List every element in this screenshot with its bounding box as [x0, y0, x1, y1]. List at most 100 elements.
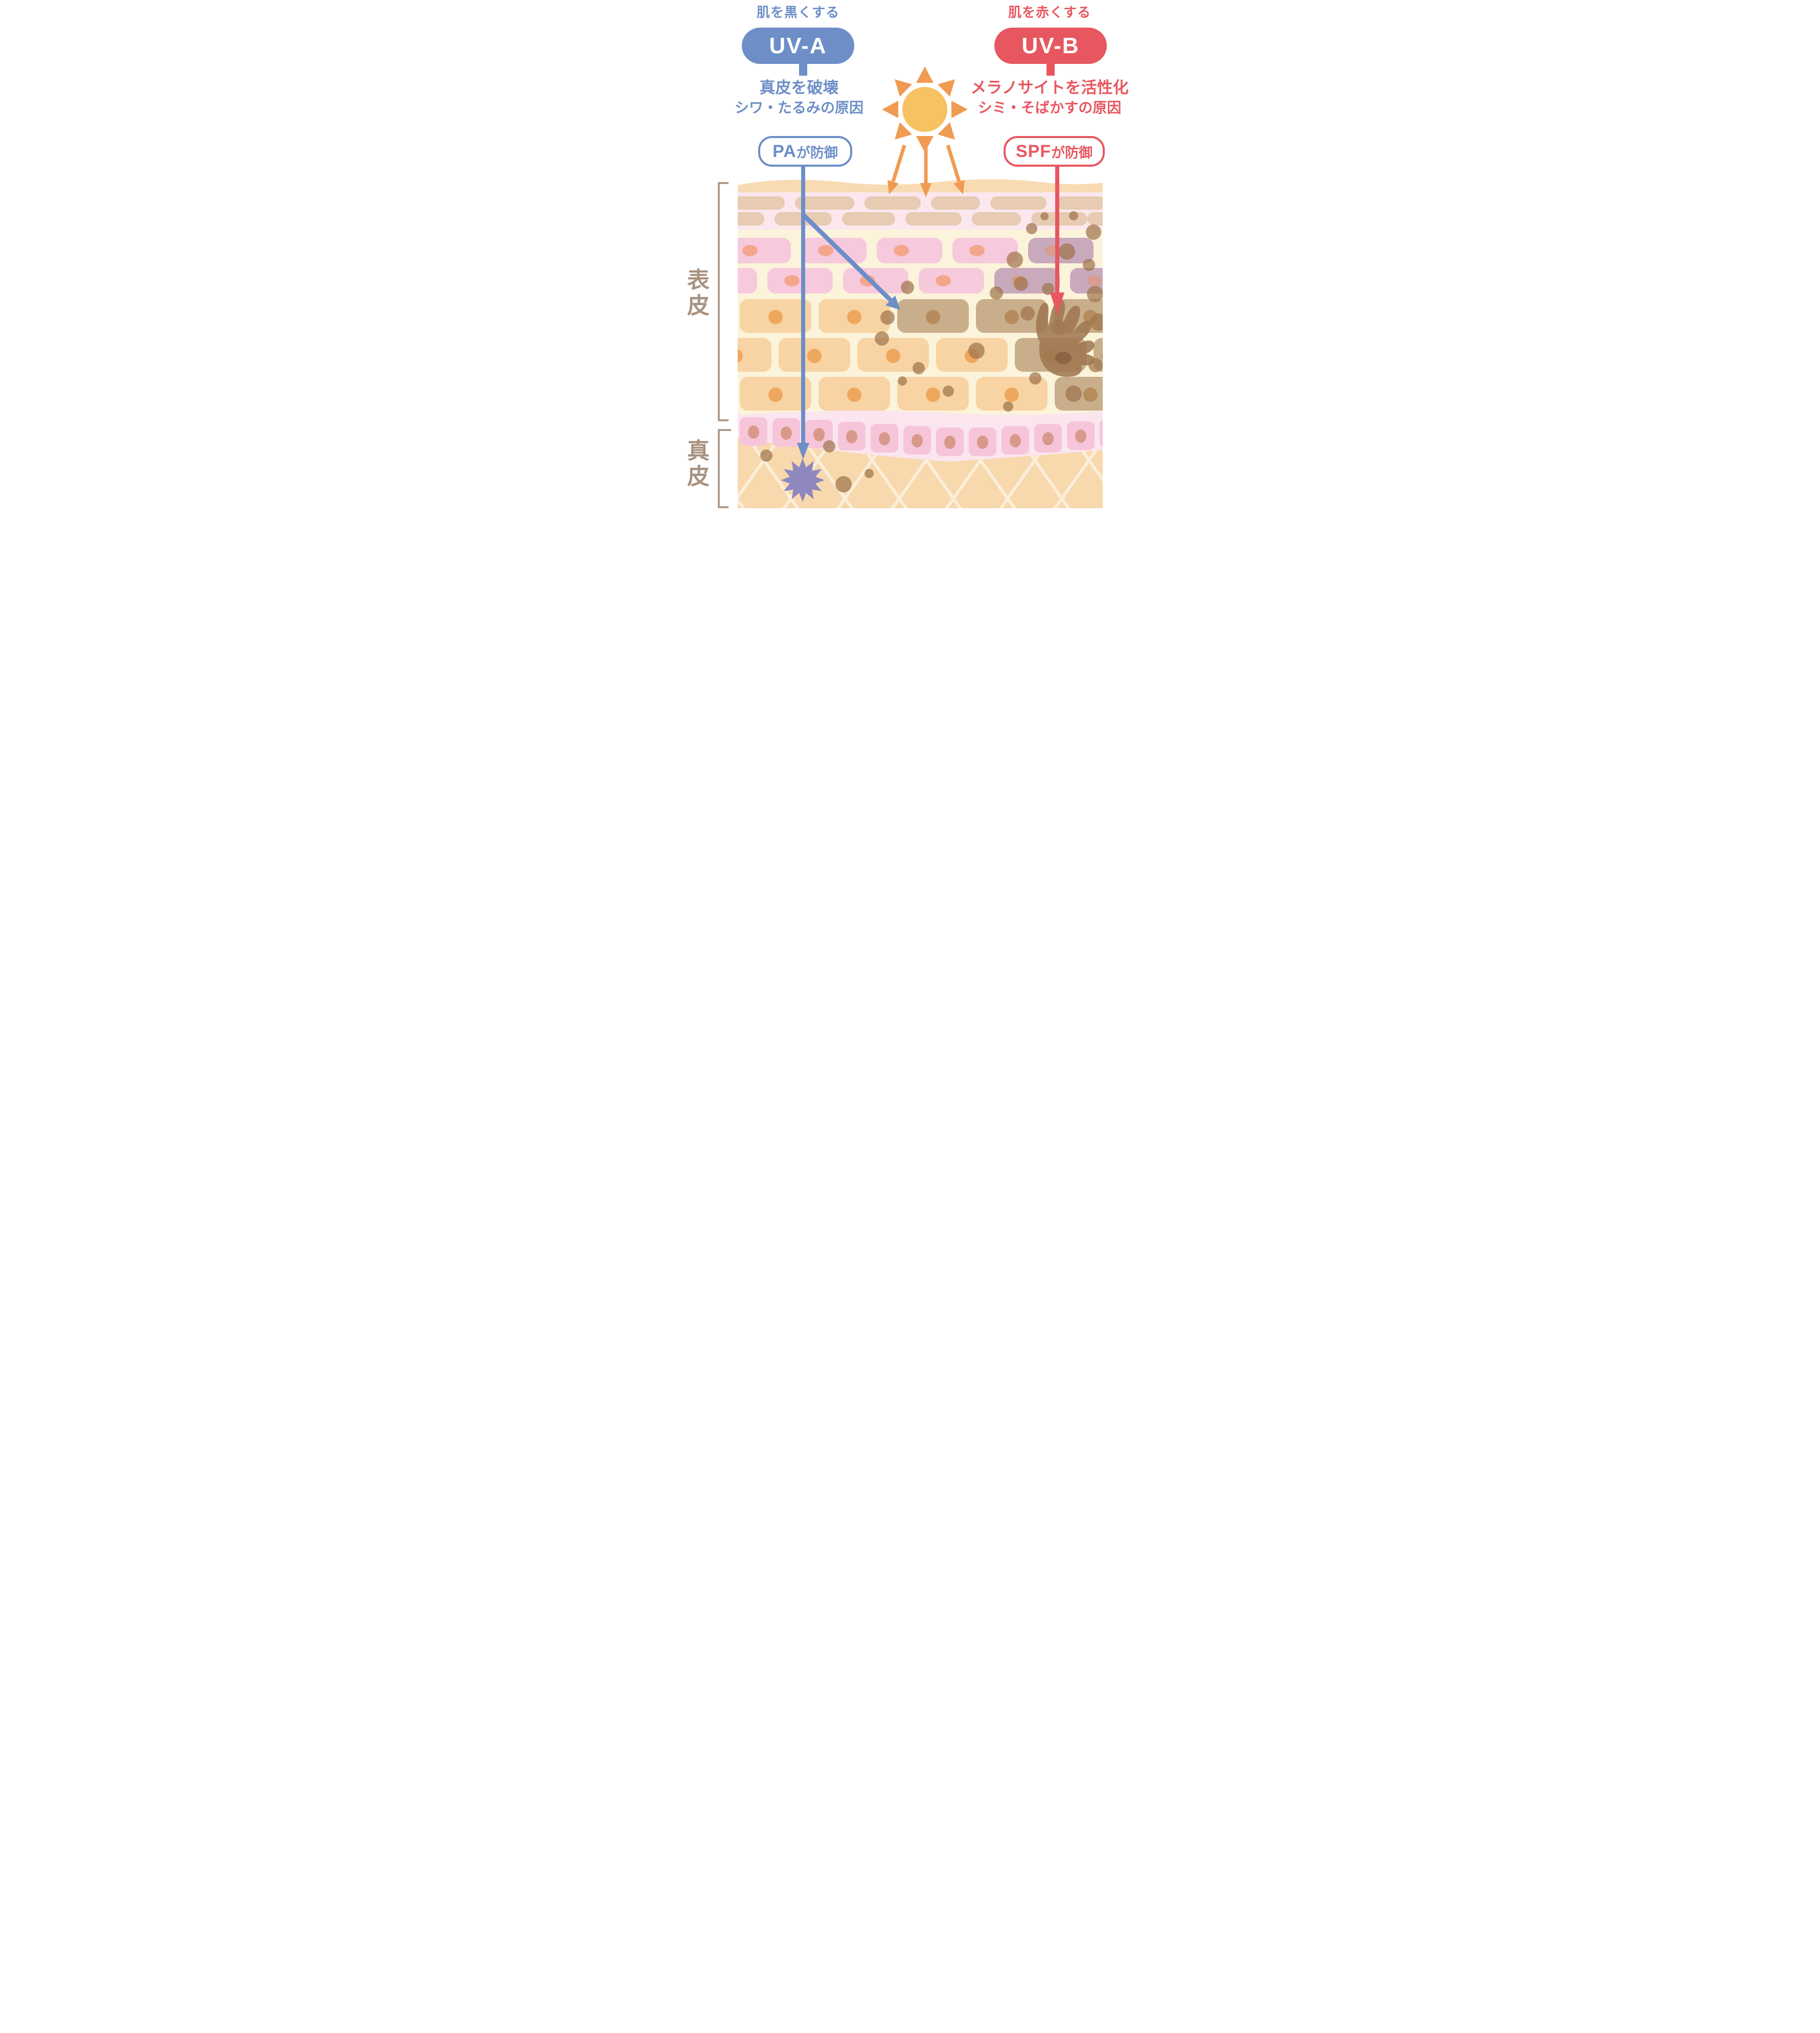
melanin-dot: [1026, 223, 1037, 234]
skin-cell: [843, 268, 908, 293]
pa-suffix: が防御: [796, 145, 838, 161]
melanin-dot: [1014, 277, 1028, 291]
basal-cell-nucleus: [1075, 430, 1086, 443]
melanin-dot: [913, 362, 925, 374]
cell-nucleus: [926, 310, 940, 324]
skin-cell: [738, 238, 791, 263]
cell-nucleus: [894, 245, 909, 256]
melanin-dot: [1083, 259, 1095, 271]
basal-cell-nucleus: [1108, 427, 1119, 441]
melanin-dot: [1003, 401, 1013, 412]
corneum-flake: [864, 196, 921, 210]
melanin-dot: [835, 476, 852, 492]
dermis-label: 真皮: [684, 439, 709, 490]
skin-cell: [952, 238, 1018, 263]
basal-cell: [1100, 419, 1103, 448]
melanin-dot: [880, 310, 895, 325]
skin-surface-band: [738, 179, 1103, 192]
melanin-dot: [1069, 211, 1078, 220]
melanin-dot: [1086, 224, 1101, 240]
cell-nucleus: [847, 310, 861, 324]
sun-icon: [882, 66, 968, 152]
dermis-bracket: [718, 429, 731, 508]
basal-cell-nucleus: [944, 436, 956, 449]
basal-cells: [740, 417, 1119, 456]
basal-cell-nucleus: [879, 432, 890, 445]
uva-effect-line1: 真皮を破壊: [759, 79, 839, 97]
uva-pill: UV-A: [742, 28, 854, 64]
cell-nucleus: [1005, 388, 1019, 402]
epidermis-bracket: [718, 182, 729, 421]
melanin-dot: [943, 386, 954, 397]
skin-cell: [767, 268, 833, 293]
melanin-dot: [823, 440, 835, 453]
uvb-effect-line1: メラノサイトを活性化: [970, 79, 1129, 97]
melanin-dot: [898, 376, 907, 386]
uvb-effect-line2: シミ・そばかすの原因: [977, 99, 1122, 116]
basal-cell-nucleus: [912, 434, 923, 447]
basal-cell-nucleus: [813, 428, 825, 441]
cell-nucleus: [768, 388, 783, 402]
skin-cell: [919, 268, 984, 293]
corneum-flake: [1087, 212, 1103, 225]
corneum-flake: [842, 212, 895, 225]
corneum-flake: [990, 196, 1046, 210]
epidermis-cells: [738, 238, 1103, 411]
pa-abbr: PA: [772, 141, 797, 161]
epidermis-label: 表皮: [684, 268, 709, 319]
sunlight-arrows: [888, 144, 965, 197]
cell-nucleus: [926, 388, 940, 402]
cell-nucleus: [807, 349, 822, 363]
cell-nucleus: [768, 310, 783, 324]
melanin-dot: [1029, 372, 1041, 385]
cell-nucleus: [936, 275, 951, 286]
melanin-dot: [760, 449, 772, 462]
sunlight-arrow-right: [946, 144, 961, 183]
melanin-dot: [990, 286, 1003, 300]
melanin-dot: [1007, 252, 1023, 268]
uvb-pill: UV-B: [994, 28, 1107, 64]
spf-suffix: が防御: [1051, 145, 1093, 161]
skin-cell: [738, 268, 757, 293]
cell-nucleus: [1083, 388, 1098, 402]
melanin-dot: [1020, 306, 1035, 321]
cell-nucleus: [847, 388, 861, 402]
cell-nucleus: [1005, 310, 1019, 324]
melanin-dot: [1065, 386, 1082, 402]
basal-cell-nucleus: [1042, 432, 1054, 445]
uva-effects: 真皮を破壊 シワ・たるみの原因: [712, 78, 886, 118]
melanocyte-icon: [1036, 300, 1095, 377]
cell-nucleus: [886, 349, 900, 363]
skin-cell: [801, 238, 867, 263]
cell-nucleus: [784, 275, 800, 286]
melanin-dot: [1059, 243, 1075, 260]
uvb-tagline: 肌を赤くする: [1008, 5, 1091, 20]
skin-block: [738, 179, 1119, 508]
uvb-ray-arrow: [1046, 63, 1064, 315]
basal-cell-nucleus: [1010, 434, 1021, 447]
corneum-flake: [738, 212, 764, 225]
basal-cell-nucleus: [977, 436, 988, 449]
melanin-dot: [875, 331, 889, 346]
uva-tagline: 肌を黒くする: [756, 5, 839, 20]
melanin-dot: [1087, 286, 1103, 302]
collagen-damage-burst-icon: [781, 458, 825, 502]
cell-nucleus: [738, 349, 743, 363]
cell-nucleus: [742, 245, 758, 256]
spf-abbr: SPF: [1015, 141, 1052, 161]
corneum-flake: [905, 212, 962, 225]
uva-branch-arrow: [801, 213, 893, 303]
uvb-pill-stem: [1046, 63, 1055, 76]
melanocyte-nucleus: [1055, 352, 1072, 364]
melanin-dot: [1042, 283, 1054, 295]
melanin-dot: [864, 469, 874, 478]
skin-cell: [738, 338, 771, 372]
corneum-flake: [738, 196, 785, 210]
corneum-flake: [795, 196, 854, 210]
melanin-dot: [1040, 212, 1049, 220]
corneum-flake: [972, 212, 1021, 225]
skin-cross-section-illustration: [718, 63, 1119, 508]
